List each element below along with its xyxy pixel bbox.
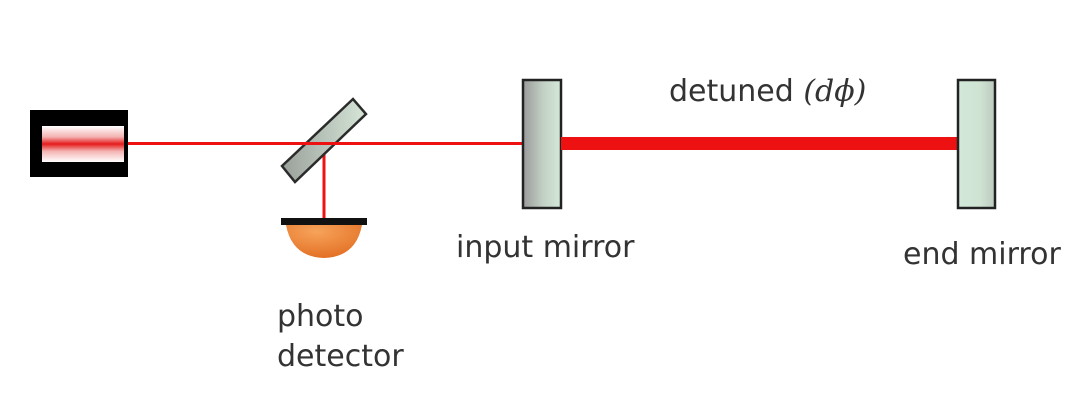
photo-detector-label-line1: photo xyxy=(277,299,364,334)
photo-detector-label-line2: detector xyxy=(277,339,404,374)
detuned-text: detuned xyxy=(669,74,804,109)
detuned-label: detuned (𝑑𝜙) xyxy=(669,72,866,112)
photo-detector-icon xyxy=(281,218,367,258)
detuned-symbol: (𝑑𝜙) xyxy=(803,74,867,109)
end-mirror-label: end mirror xyxy=(903,237,1061,272)
input-mirror-icon xyxy=(521,78,563,210)
end-mirror-icon xyxy=(956,78,997,210)
laser-source-icon xyxy=(30,110,128,177)
beam-splitter-icon xyxy=(280,97,368,184)
input-mirror-label: input mirror xyxy=(456,230,635,265)
cavity-beam xyxy=(561,137,958,150)
